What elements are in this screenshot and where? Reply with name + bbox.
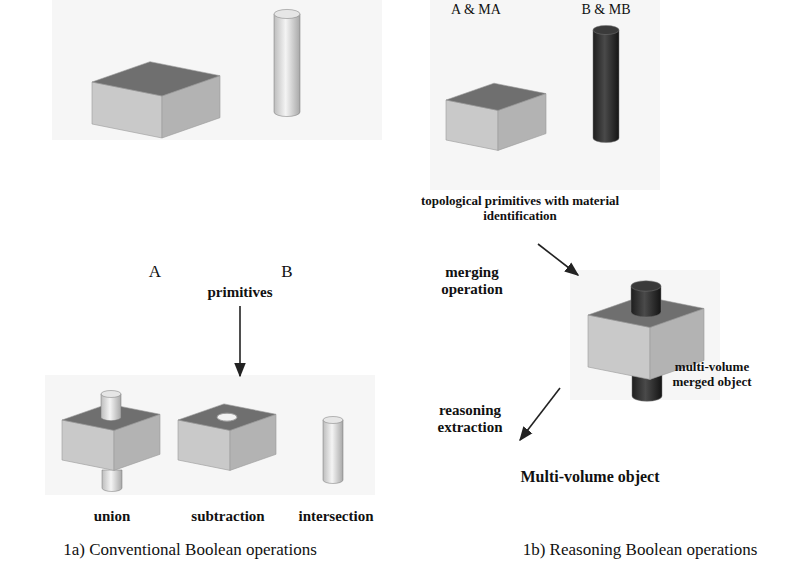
union-cylinder-bottom bbox=[102, 470, 122, 492]
caption: 1b) Reasoning Boolean operations bbox=[523, 540, 758, 560]
panel-ground bbox=[45, 375, 375, 495]
part-name: B & MB bbox=[581, 2, 630, 18]
union-cylinder-top bbox=[101, 391, 121, 421]
step-label: topological primitives with material ide… bbox=[390, 194, 650, 224]
panel-ground bbox=[52, 0, 382, 140]
caption: 1a) Conventional Boolean operations bbox=[63, 540, 317, 560]
part-name: B bbox=[281, 262, 292, 282]
result-label: Multi-volume object bbox=[520, 468, 659, 486]
operation-label: reasoning extraction bbox=[420, 402, 520, 437]
operation-label: merging operation bbox=[427, 264, 517, 299]
panel-ground bbox=[430, 0, 660, 190]
result-label: subtraction bbox=[191, 508, 264, 525]
hole bbox=[217, 413, 237, 421]
cylinder-b bbox=[274, 9, 300, 116]
extraction-arrow bbox=[520, 388, 560, 440]
step-label: primitives bbox=[208, 284, 273, 301]
subtraction-box bbox=[178, 404, 276, 471]
part-name: A & MA bbox=[451, 2, 501, 18]
box-a-material bbox=[446, 83, 546, 150]
operation-arrow bbox=[239, 306, 241, 376]
result-label: intersection bbox=[299, 508, 374, 525]
step-label: multi-volume merged object bbox=[657, 360, 767, 390]
cylinder-b-material bbox=[593, 25, 619, 142]
intersection-cylinder bbox=[323, 417, 343, 484]
box-a bbox=[92, 62, 220, 138]
merged-cylinder-top bbox=[631, 281, 661, 317]
merging-arrow bbox=[538, 244, 578, 275]
result-label: union bbox=[94, 508, 131, 525]
part-name: A bbox=[149, 262, 161, 282]
